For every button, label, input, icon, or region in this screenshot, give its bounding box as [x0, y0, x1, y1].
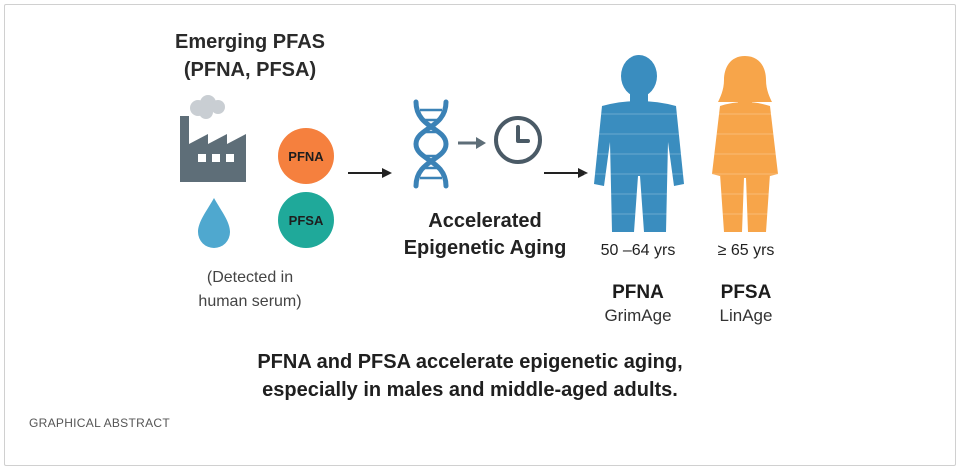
- summary-text: PFNA and PFSA accelerate epigenetic agin…: [170, 348, 770, 404]
- pfsa-circle-label: PFSA: [288, 212, 324, 228]
- factory-icon: [180, 95, 246, 182]
- female-clock-label: LinAge: [719, 306, 773, 325]
- clock-icon: [494, 116, 542, 164]
- title-line-2: (PFNA, PFSA): [183, 59, 317, 81]
- pfsa-circle: PFSA: [278, 192, 334, 248]
- pfna-circle-label: PFNA: [288, 148, 324, 164]
- male-chemical-label: PFNA: [612, 282, 664, 303]
- male-figure-icon: [584, 55, 694, 232]
- short-arrow-icon: [458, 137, 486, 149]
- summary-line-1: PFNA and PFSA accelerate epigenetic agin…: [257, 351, 683, 373]
- male-clock-label: GrimAge: [604, 306, 672, 325]
- figure-caption: GRAPHICAL ABSTRACT: [29, 416, 170, 430]
- title-line-1: Emerging PFAS: [174, 31, 326, 53]
- arrow-right-icon: [544, 168, 588, 178]
- pfna-circle: PFNA: [278, 128, 334, 184]
- figure-frame: [4, 4, 956, 466]
- serum-note: (Detected in human serum): [170, 266, 330, 314]
- serum-note-line-2: human serum): [198, 293, 302, 310]
- dna-icon: [413, 99, 449, 189]
- female-age-label: ≥ 65 yrs: [717, 242, 775, 259]
- female-figure-icon: [700, 56, 790, 232]
- female-chemical-label: PFSA: [720, 282, 772, 303]
- figure-title: Emerging PFAS (PFNA, PFSA): [150, 28, 350, 84]
- process-line-2: Epigenetic Aging: [403, 237, 567, 259]
- process-label: Accelerated Epigenetic Aging: [380, 208, 590, 262]
- arrow-right-icon: [348, 168, 392, 178]
- serum-note-line-1: (Detected in: [206, 269, 294, 286]
- male-age-label: 50 –64 yrs: [600, 242, 676, 259]
- summary-line-2: especially in males and middle-aged adul…: [262, 379, 678, 401]
- process-line-1: Accelerated: [428, 210, 542, 232]
- water-drop-icon: [198, 198, 230, 248]
